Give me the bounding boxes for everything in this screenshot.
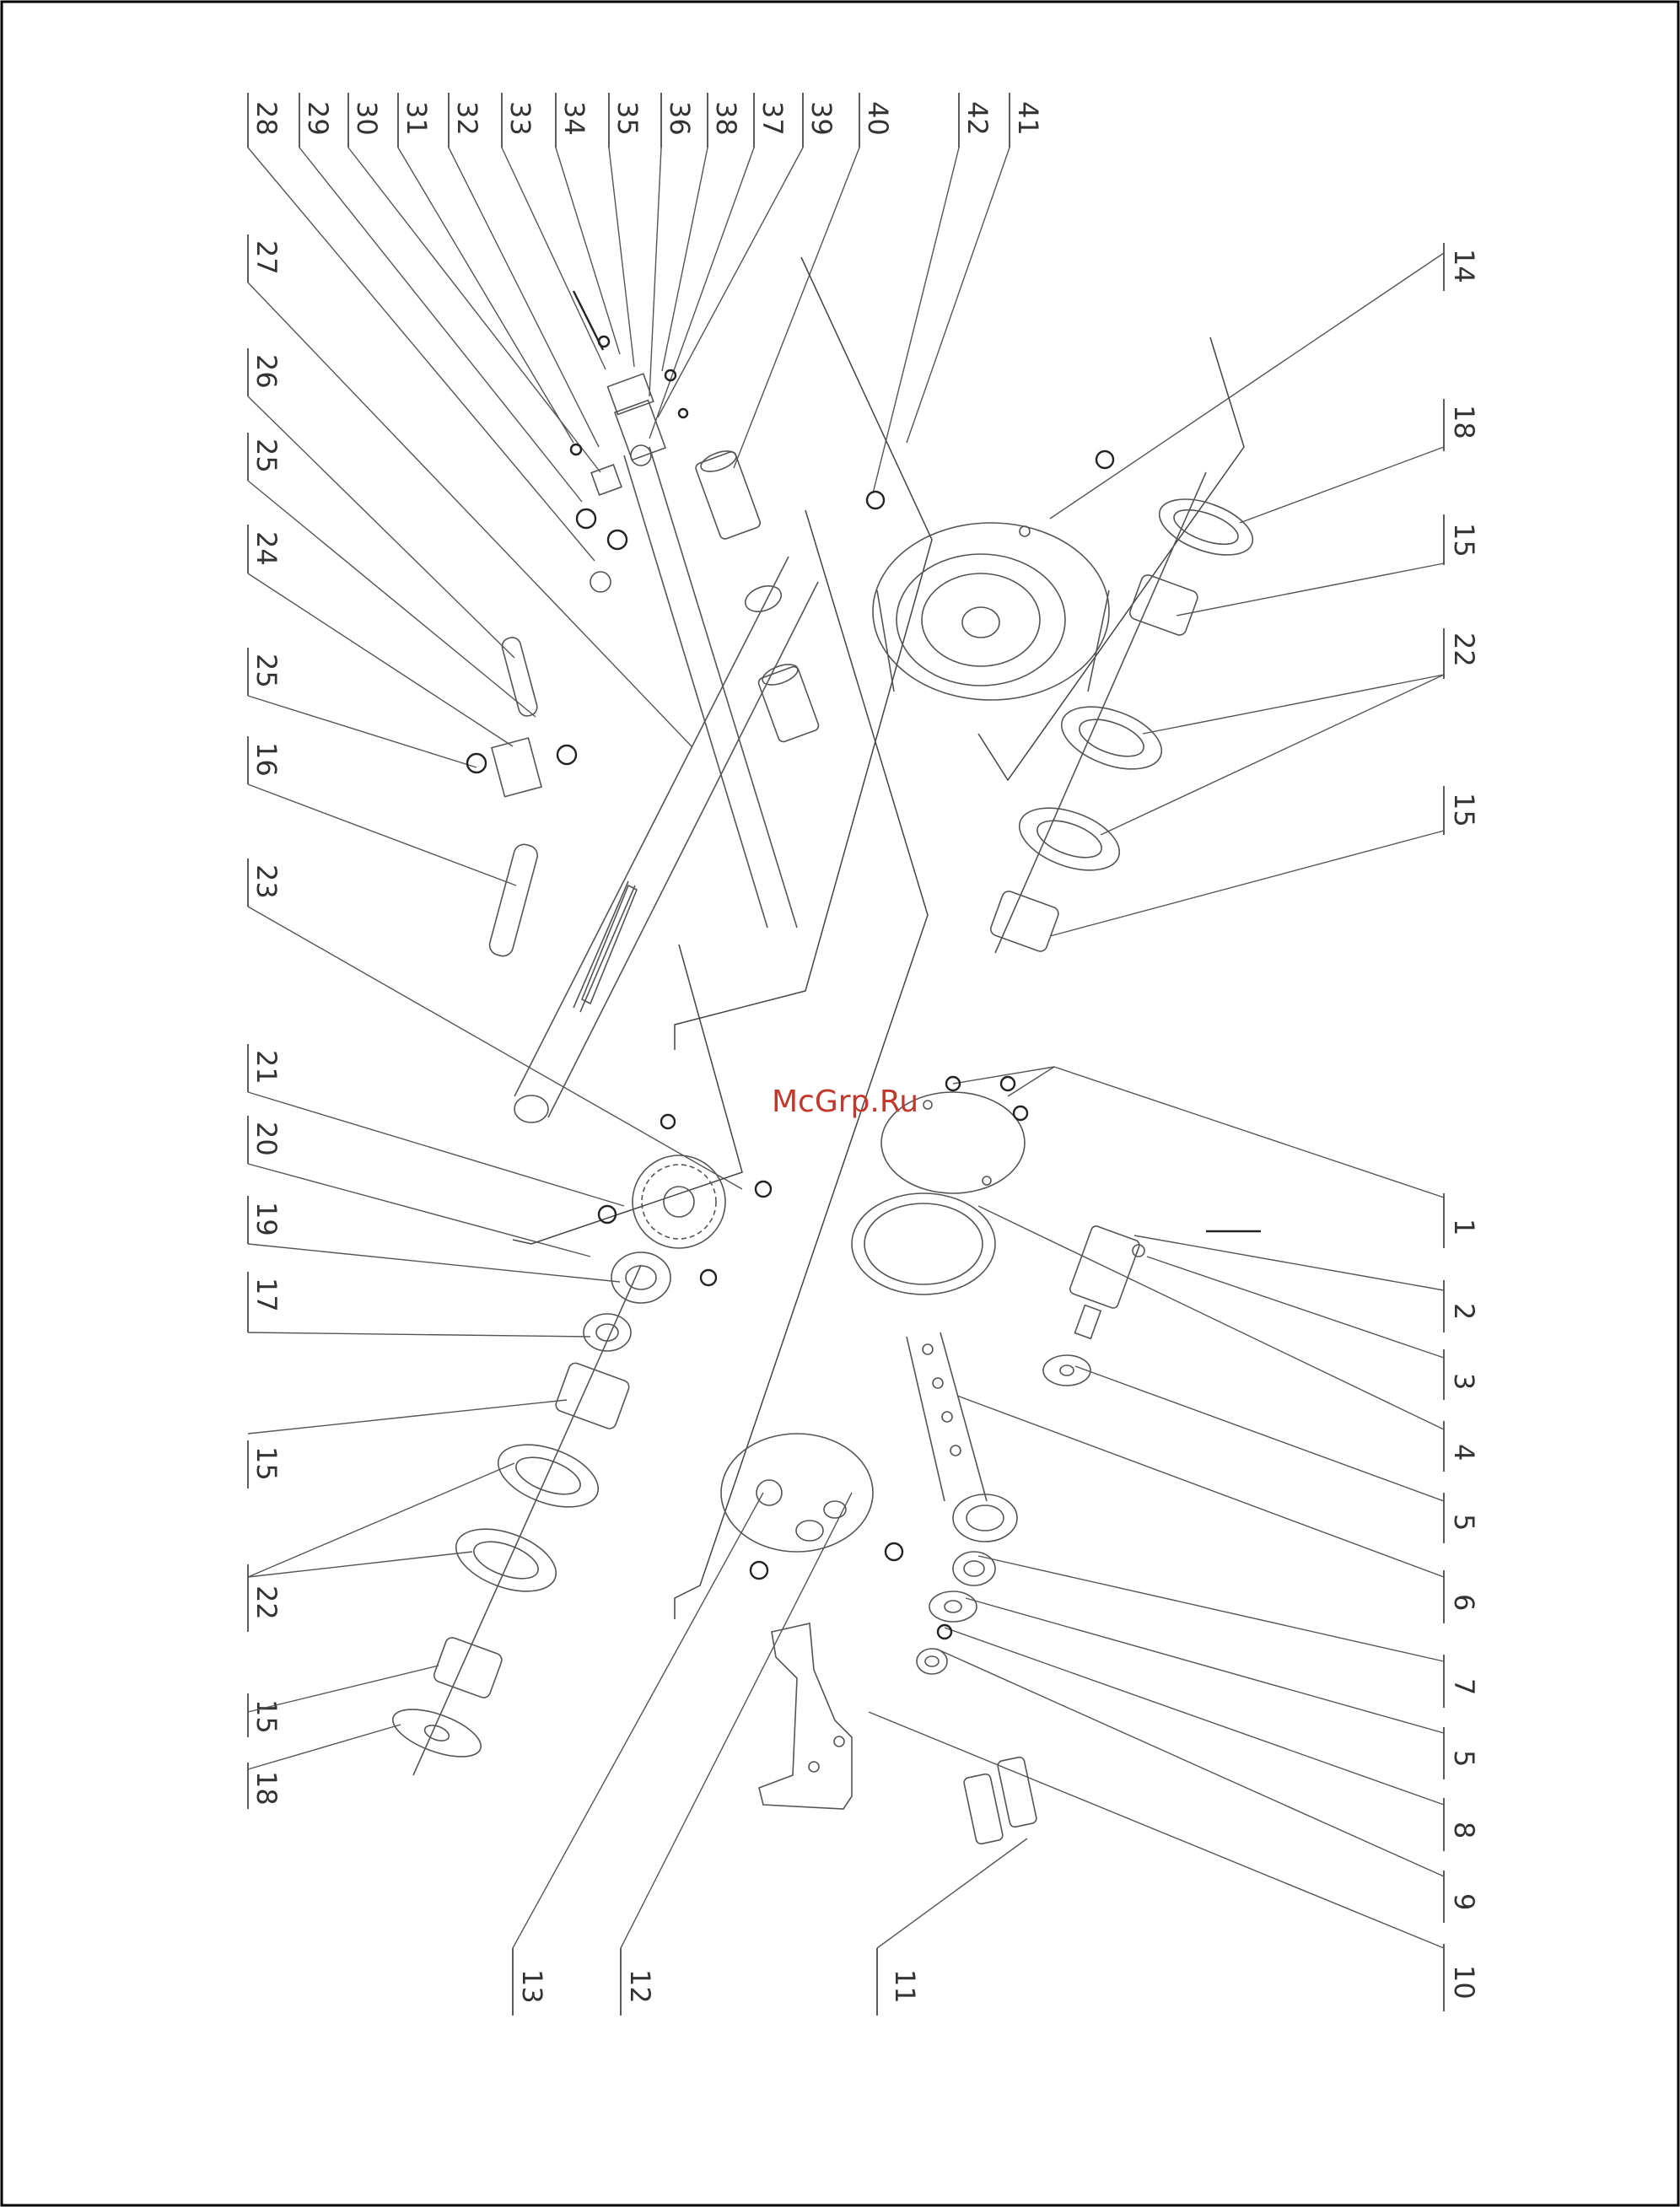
pin-block [1043,1225,1261,1386]
callout-5b: 5 [1448,1750,1480,1767]
callout-28: 28 [250,101,283,136]
fitting-cluster [571,291,687,592]
callouts-left: 27 26 25 24 25 16 23 21 20 19 17 15 22 1… [250,240,283,1806]
callouts-bottom: 13 12 11 [516,1969,921,2004]
callouts-right: 14 18 15 22 15 1 2 3 4 5 6 7 5 8 9 10 [1448,249,1480,2000]
callout-11: 11 [889,1969,921,2004]
callout-1: 1 [1448,1219,1480,1235]
bracket-11 [759,1623,1037,1844]
callout-42: 42 [961,101,993,136]
callout-25: 25 [250,439,283,473]
callout-9: 9 [1448,1893,1480,1910]
callout-10: 10 [1448,1965,1480,2000]
right-bearing-stack [989,472,1261,953]
callout-33: 33 [504,101,536,136]
callout-29: 29 [302,101,334,136]
callout-25b: 25 [250,654,283,688]
lower-washers [917,1552,995,1674]
callout-15-right-a: 15 [1448,523,1480,557]
callout-19: 19 [250,1202,283,1236]
callout-22-left: 22 [250,1585,283,1620]
callout-14: 14 [1448,249,1480,283]
callout-30: 30 [351,101,383,136]
callout-15-left-a: 15 [250,1446,283,1481]
callout-23: 23 [250,864,283,899]
callout-2: 2 [1448,1303,1480,1320]
guide-rod [624,447,797,928]
callout-4: 4 [1448,1444,1480,1461]
callout-16: 16 [250,742,283,777]
callouts-top-leaders [248,93,1010,561]
callout-36: 36 [664,101,696,136]
collar-upper [742,581,785,616]
watermark: McGrp.Ru [772,1085,918,1119]
callout-5a: 5 [1448,1514,1480,1531]
callout-38: 38 [710,101,742,136]
callout-12: 12 [624,1969,656,2004]
callout-18-right: 18 [1448,405,1480,439]
callout-27: 27 [250,240,283,275]
connecting-rod [852,1193,1017,1542]
callout-41: 41 [1012,101,1044,136]
callout-8: 8 [1448,1822,1480,1838]
main-shaft [514,557,818,1122]
handle-lever [467,636,576,797]
callout-13: 13 [516,1969,548,2004]
callout-3: 3 [1448,1373,1480,1390]
left-bearing-stack [387,1252,716,1775]
callout-31: 31 [401,101,433,136]
callout-17: 17 [250,1278,283,1312]
pulley-14 [867,451,1113,700]
callouts-right-leaders [869,243,1444,2011]
callout-22-right: 22 [1448,632,1480,667]
bushing-40 [694,447,761,541]
callout-39: 39 [805,101,837,136]
callout-21: 21 [250,1050,283,1085]
callout-24: 24 [250,531,283,566]
callouts-top: 28 29 30 31 32 33 34 35 36 38 37 39 40 4… [250,101,1044,136]
callout-20: 20 [250,1122,283,1156]
callout-40: 40 [862,101,894,136]
callout-6: 6 [1448,1594,1480,1611]
bushing-41 [757,660,820,743]
callout-26: 26 [250,354,283,389]
callout-7: 7 [1448,1678,1480,1695]
cam-disc [721,1434,902,1579]
key-16 [487,842,540,959]
callout-15-right-b: 15 [1448,793,1480,827]
callout-18-left: 18 [250,1771,283,1806]
callout-37: 37 [757,101,789,136]
callout-32: 32 [451,101,483,136]
callout-35: 35 [611,101,643,136]
callout-34: 34 [558,101,590,136]
gear-21 [599,1115,771,1248]
callouts-bottom-leaders [513,1493,1027,2016]
